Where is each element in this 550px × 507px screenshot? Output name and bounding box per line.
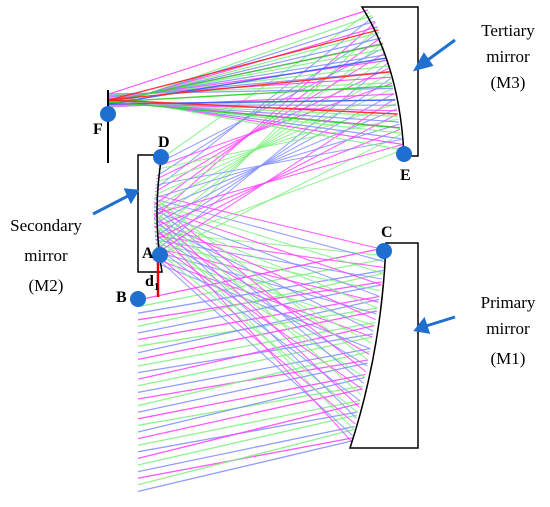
point-marker-A [152, 247, 168, 263]
ray [108, 99, 396, 105]
ray [108, 9, 369, 95]
ray [137, 362, 368, 413]
point-label-C: C [381, 224, 393, 241]
ray [153, 218, 376, 321]
ray [108, 29, 379, 101]
ray [157, 118, 399, 170]
ray [154, 42, 383, 235]
point-label-A: A [142, 245, 154, 262]
ray [137, 428, 355, 486]
point-label-d1: d1 [145, 273, 160, 294]
ray [137, 333, 374, 374]
ray [137, 307, 378, 347]
ray [153, 225, 352, 442]
ray [154, 226, 372, 344]
ray [137, 376, 365, 433]
ray [108, 85, 393, 103]
ray [153, 108, 397, 212]
ray [108, 101, 400, 129]
ray [153, 221, 355, 431]
point-markers [100, 106, 412, 307]
ray [154, 123, 400, 199]
ray [153, 205, 364, 384]
ray [137, 385, 364, 427]
ray [155, 138, 402, 186]
ray [153, 213, 360, 408]
point-marker-F [100, 106, 116, 122]
ray [153, 209, 362, 396]
ray [154, 197, 369, 361]
ray [154, 198, 385, 263]
primary-mirror [348, 242, 419, 449]
ray [137, 298, 379, 354]
ray [137, 258, 385, 308]
ray [154, 128, 401, 228]
point-marker-D [153, 149, 169, 165]
ray [154, 194, 386, 251]
ray [154, 202, 383, 274]
ray [137, 399, 361, 446]
secondary-mirror-label: Secondary mirror (M2) [10, 216, 82, 295]
point-label-B: B [116, 289, 127, 306]
primary-mirror-label: Primary mirror (M1) [480, 293, 536, 368]
ray [137, 402, 360, 460]
ray [108, 57, 387, 105]
ray [155, 103, 397, 183]
ray [137, 440, 352, 493]
point-label-D: D [158, 134, 170, 151]
point-label-F: F [93, 121, 103, 138]
ray [157, 133, 402, 257]
ray [137, 411, 358, 453]
tertiary-mirror-label: Tertiary mirror (M3) [481, 21, 535, 92]
ray [108, 43, 384, 103]
ray [156, 254, 356, 425]
point-marker-C [376, 243, 392, 259]
ray [137, 373, 366, 420]
ray [155, 149, 404, 244]
ray [153, 210, 380, 297]
ray [137, 388, 363, 440]
ray [137, 437, 353, 479]
point-label-E: E [400, 167, 411, 184]
ray [155, 26, 378, 248]
ray [137, 425, 355, 473]
ray [157, 258, 354, 437]
pointer-arrows [92, 38, 456, 334]
ray [153, 217, 357, 419]
ray [154, 234, 368, 367]
point-marker-E [396, 146, 412, 162]
ray [137, 350, 370, 407]
ray [137, 414, 358, 466]
ray [137, 281, 382, 321]
ray [153, 144, 403, 215]
ray [153, 222, 374, 332]
ray [137, 321, 376, 367]
ray [158, 263, 371, 350]
ray [137, 310, 378, 361]
ray [154, 87, 394, 196]
point-marker-B [130, 291, 146, 307]
ray [155, 113, 398, 241]
ray [156, 250, 358, 413]
ray [153, 206, 382, 286]
ray [156, 31, 380, 177]
ray-bundle [108, 9, 404, 493]
ray [108, 99, 398, 115]
ray [108, 71, 390, 101]
